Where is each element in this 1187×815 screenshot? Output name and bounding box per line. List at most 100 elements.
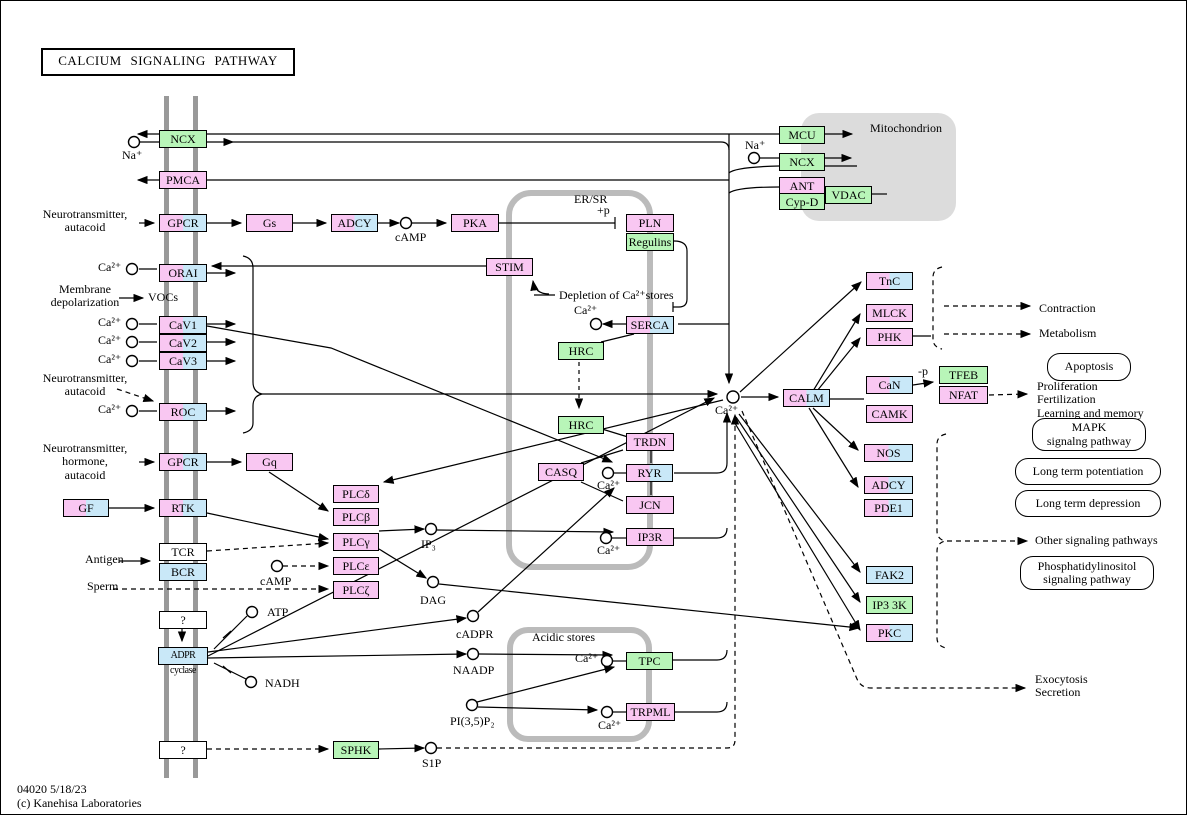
gene-box-gpcr-gs[interactable]: GPCR: [159, 214, 207, 232]
gene-box-camk[interactable]: CAMK: [866, 405, 913, 423]
gene-box-regulins[interactable]: Regulins: [626, 233, 674, 251]
gene-box-gq[interactable]: Gq: [246, 453, 293, 471]
gene-box-tcr[interactable]: TCR: [159, 543, 207, 561]
compound-naadp[interactable]: [466, 647, 480, 661]
compound-ca-cav1[interactable]: [125, 317, 139, 331]
compound-atp[interactable]: [245, 605, 259, 619]
compound-ca-cav2[interactable]: [125, 335, 139, 349]
pathway-bubble-ltp[interactable]: Long term potentiation: [1015, 458, 1161, 485]
gene-box-gs[interactable]: Gs: [246, 214, 293, 232]
gene-box-rtk[interactable]: RTK: [159, 499, 207, 517]
minus-p-label: -p: [918, 364, 928, 378]
gene-box-hrc-upper[interactable]: HRC: [558, 342, 604, 360]
gene-box-trpml[interactable]: TRPML: [626, 703, 675, 721]
gene-box-ryr[interactable]: RYR: [626, 464, 673, 482]
compound-pi35p2[interactable]: [465, 698, 479, 712]
page-title: CALCIUM SIGNALING PATHWAY: [41, 48, 295, 76]
gene-box-cav3[interactable]: CaV3: [159, 352, 207, 370]
gene-box-ncx-mito[interactable]: NCX: [779, 153, 825, 171]
gene-box-tfeb[interactable]: TFEB: [939, 366, 988, 384]
gene-box-gf[interactable]: GF: [63, 499, 109, 517]
gene-box-roc[interactable]: ROC: [159, 403, 207, 421]
outcome-metabolism: Metabolism: [1039, 326, 1097, 340]
gene-box-bcr[interactable]: BCR: [159, 563, 207, 581]
gene-box-vdac[interactable]: VDAC: [825, 186, 872, 204]
gene-box-casq[interactable]: CASQ: [538, 463, 584, 481]
compound-ca-roc[interactable]: [125, 404, 139, 418]
gene-box-cav1[interactable]: CaV1: [159, 316, 207, 334]
gene-box-serca[interactable]: SERCA: [626, 316, 674, 334]
compound-ca-cav3[interactable]: [125, 354, 139, 368]
input-antigen: Antigen: [85, 552, 124, 566]
compound-ca-tpc[interactable]: [600, 654, 614, 668]
gene-box-trdn[interactable]: TRDN: [626, 433, 674, 451]
compound-camp-plce[interactable]: [270, 559, 284, 573]
gene-box-gpcr-gq[interactable]: GPCR: [159, 453, 207, 471]
gene-box-plce[interactable]: PLCε: [333, 557, 379, 575]
compound-ca-serca[interactable]: [589, 317, 603, 331]
gene-box-pmca[interactable]: PMCA: [159, 171, 207, 189]
compound-nadh[interactable]: [244, 675, 258, 689]
gene-box-pka[interactable]: PKA: [451, 214, 499, 232]
gene-box-mcu[interactable]: MCU: [779, 126, 825, 144]
gene-box-unknown-2[interactable]: ?: [159, 741, 207, 759]
gene-box-nfat[interactable]: NFAT: [939, 386, 988, 404]
gene-box-nos[interactable]: NOS: [864, 444, 913, 462]
gene-box-pkc[interactable]: PKC: [866, 624, 913, 642]
compound-ip3[interactable]: [424, 522, 438, 536]
gene-box-calm[interactable]: CALM: [783, 389, 830, 407]
gene-box-ncx-plasma[interactable]: NCX: [159, 130, 207, 148]
gene-box-phk[interactable]: PHK: [866, 328, 913, 346]
gene-box-ip3r[interactable]: IP3R: [626, 528, 674, 546]
gene-box-adpr-cyclase[interactable]: ADPR cyclase: [158, 647, 208, 676]
gene-box-mlck[interactable]: MLCK: [866, 304, 913, 322]
gene-box-fak2[interactable]: FAK2: [866, 566, 913, 584]
gene-box-stim[interactable]: STIM: [486, 258, 533, 276]
gene-box-orai[interactable]: ORAI: [159, 264, 207, 282]
ip3-label: IP₃: [421, 537, 436, 551]
gene-box-unknown-1[interactable]: ?: [159, 611, 207, 629]
gene-box-pln[interactable]: PLN: [626, 214, 674, 232]
gene-box-plcg[interactable]: PLCγ: [333, 533, 379, 551]
pathway-bubble-mapk[interactable]: MAPK signalng pathway: [1032, 418, 1146, 451]
gene-box-plcb[interactable]: PLCβ: [333, 508, 379, 526]
compound-na-mito[interactable]: [747, 151, 761, 165]
gene-box-pde1[interactable]: PDE1: [864, 499, 913, 517]
depletion-label: Depletion of Ca²⁺stores: [559, 288, 674, 302]
compound-s1p[interactable]: [424, 741, 438, 755]
compound-ca-hub[interactable]: [726, 390, 740, 404]
gene-box-ip33k[interactable]: IP3 3K: [866, 596, 913, 614]
gene-box-cav2[interactable]: CaV2: [159, 334, 207, 352]
gene-box-sphk[interactable]: SPHK: [333, 741, 379, 759]
gene-box-tpc[interactable]: TPC: [626, 652, 673, 670]
gene-box-cypd[interactable]: Cyp-D: [779, 193, 825, 210]
gene-box-ant[interactable]: ANT: [779, 177, 825, 194]
gene-box-adcy-top[interactable]: ADCY: [331, 214, 378, 232]
er-sr-membrane: [506, 190, 653, 570]
gene-box-jcn[interactable]: JCN: [626, 496, 674, 514]
compound-cadpr[interactable]: [466, 609, 480, 623]
gene-box-can[interactable]: CaN: [866, 376, 913, 394]
pathway-bubble-apoptosis[interactable]: Apoptosis: [1047, 353, 1131, 381]
gene-box-hrc-lower[interactable]: HRC: [558, 416, 604, 434]
pathway-bubble-pi-signaling[interactable]: Phosphatidylinositol signaling pathway: [1020, 556, 1154, 590]
compound-ca-trpml[interactable]: [600, 705, 614, 719]
outcome-other-signaling: Other signaling pathways: [1035, 533, 1158, 547]
pathway-bubble-ltd[interactable]: Long term depression: [1015, 490, 1161, 517]
compound-na-plasma[interactable]: [127, 135, 141, 149]
ca-label-trpml: Ca²⁺: [598, 718, 622, 732]
gene-box-adcy-lower[interactable]: ADCY: [864, 476, 913, 494]
gene-box-tnc[interactable]: TnC: [866, 272, 913, 290]
gene-box-plcd[interactable]: PLCδ: [333, 485, 379, 503]
camp-label-plce: cAMP: [260, 574, 292, 588]
na-label-mito: Na⁺: [745, 138, 766, 152]
gene-box-plcz[interactable]: PLCζ: [333, 581, 379, 599]
compound-camp-top[interactable]: [399, 216, 413, 230]
compound-ca-orai[interactable]: [125, 262, 139, 276]
compound-ca-ryr[interactable]: [601, 466, 615, 480]
input-neurotransmitter-hormone-autacoid: Neurotransmitter, hormone, autacoid: [42, 441, 128, 482]
outcome-proliferation-block: Proliferation Fertilization Learning and…: [1037, 379, 1144, 420]
compound-dag[interactable]: [426, 575, 440, 589]
compound-ca-ip3r[interactable]: [599, 531, 613, 545]
